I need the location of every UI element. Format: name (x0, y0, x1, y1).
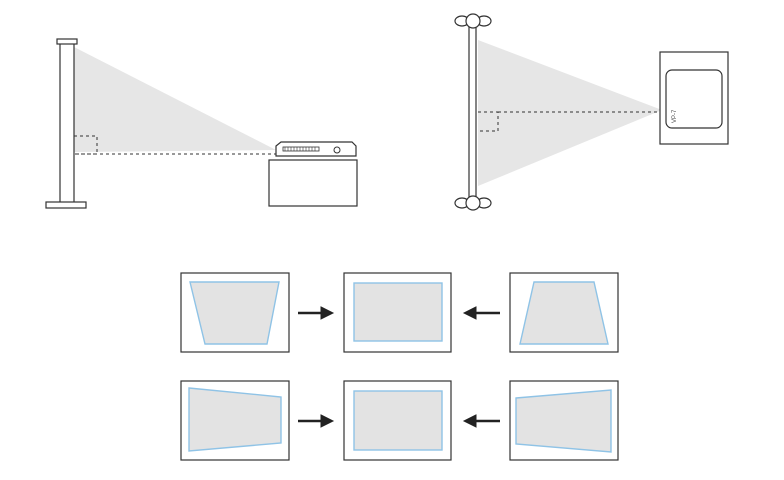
projector-body (665, 69, 723, 129)
projection-beam (74, 47, 276, 152)
optical-axis-guide (74, 135, 276, 155)
optical-axis-guide (478, 111, 499, 132)
distorted-image (188, 387, 282, 452)
panel-before-horizontal-right (509, 380, 619, 461)
arrow-left-icon (462, 414, 500, 428)
screen-top-cap (56, 38, 78, 45)
vertical-keystone-scene (45, 38, 358, 209)
screen-top-mount (454, 13, 492, 29)
screen-post (59, 41, 75, 205)
keystone-correction-grid (180, 272, 619, 461)
horizontal-keystone-scene: VP-7 (454, 13, 729, 211)
projector-model-label: VP-7 (672, 109, 678, 123)
panel-corrected-horizontal (343, 380, 452, 461)
panel-before-horizontal-left (180, 380, 290, 461)
projector (275, 141, 357, 157)
screen-bottom-mount (454, 195, 492, 211)
projector-lens (333, 146, 341, 154)
corrected-image (353, 282, 443, 342)
arrow-right-icon (298, 306, 335, 320)
panel-before-vertical-right (509, 272, 619, 353)
panel-before-vertical-left (180, 272, 290, 353)
corrected-image (353, 390, 443, 451)
distorted-image (519, 281, 609, 345)
arrow-left-icon (462, 306, 500, 320)
screen-base (45, 201, 87, 209)
projection-beam (478, 40, 662, 186)
panel-corrected-vertical (343, 272, 452, 353)
screen-bar (468, 23, 477, 201)
distorted-image (515, 389, 612, 453)
distorted-image (189, 281, 280, 345)
arrow-right-icon (298, 414, 335, 428)
table (268, 159, 358, 207)
